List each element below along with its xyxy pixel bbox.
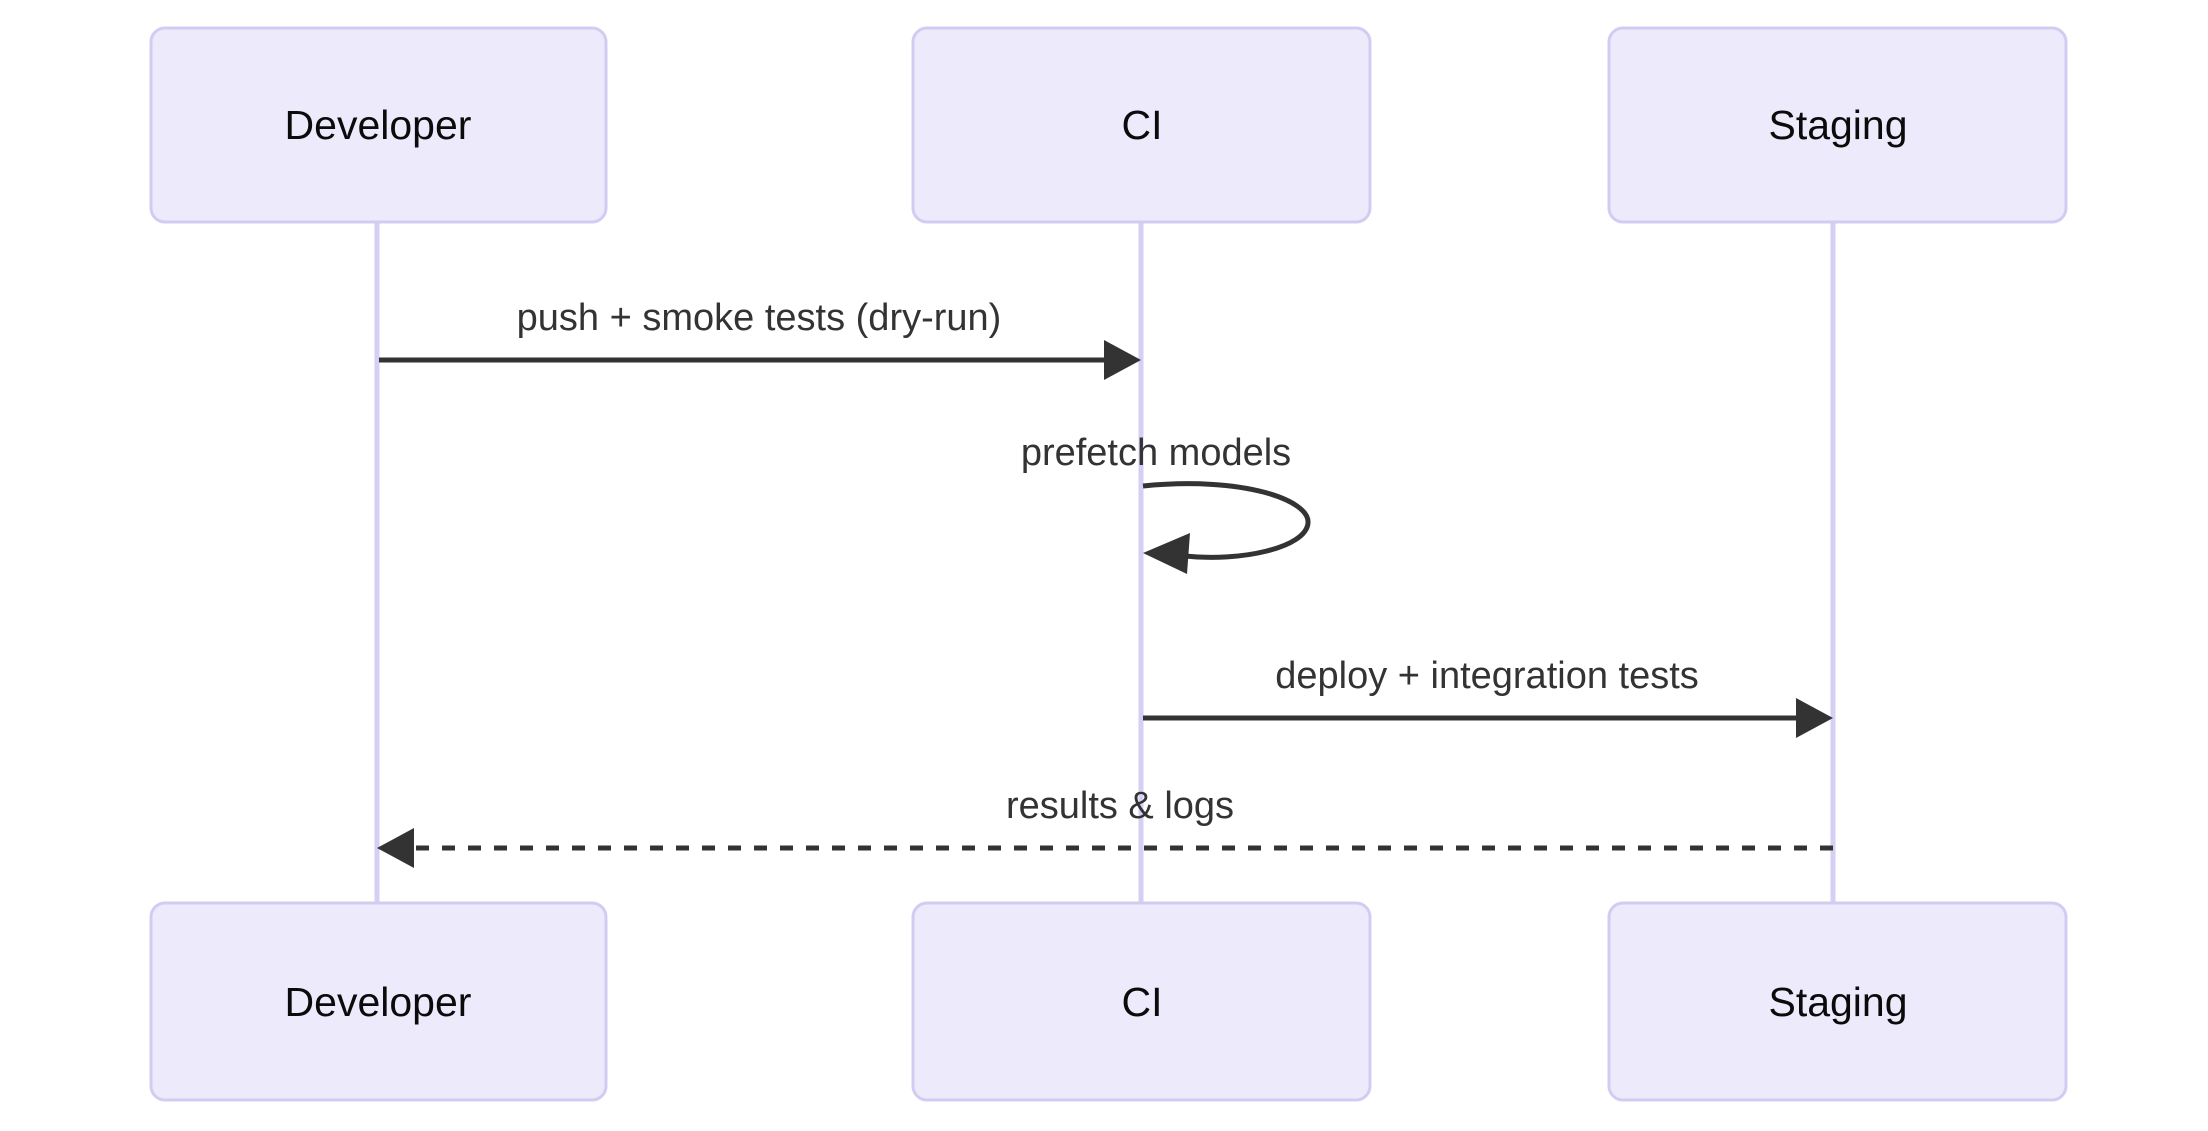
participant-rect-ci-bottom[interactable] xyxy=(911,901,1372,1102)
participant-box-developer-top[interactable]: Developer xyxy=(149,26,608,224)
lifelines-group xyxy=(374,222,1836,905)
message-deploy-integration-tests[interactable]: deploy + integration tests xyxy=(1143,655,1833,738)
participant-box-developer-bottom[interactable]: Developer xyxy=(149,901,608,1102)
arrowhead-left-icon-results-logs xyxy=(377,828,414,868)
participant-label-developer-top: Developer xyxy=(285,102,472,148)
participant-box-ci-bottom[interactable]: CI xyxy=(911,901,1372,1102)
participant-rect-staging-top[interactable] xyxy=(1607,26,2068,224)
participant-label-staging-bottom: Staging xyxy=(1768,979,1907,1025)
participant-box-ci-top[interactable]: CI xyxy=(911,26,1372,224)
message-label-prefetch-models: prefetch models xyxy=(1021,432,1291,474)
message-label-results-logs: results & logs xyxy=(1006,785,1234,827)
participant-rect-developer-top[interactable] xyxy=(149,26,608,224)
participant-label-staging-top: Staging xyxy=(1768,102,1907,148)
arrowhead-right-icon-deploy-integration-tests xyxy=(1796,698,1833,738)
participant-label-developer-bottom: Developer xyxy=(285,979,472,1025)
message-results-logs[interactable]: results & logs xyxy=(377,785,1833,868)
arrowhead-right-icon-push-smoke-tests xyxy=(1104,340,1141,380)
participant-rect-staging-bottom[interactable] xyxy=(1607,901,2068,1102)
message-push-smoke-tests[interactable]: push + smoke tests (dry-run) xyxy=(379,297,1141,380)
participant-label-ci-bottom: CI xyxy=(1122,979,1163,1025)
message-prefetch-models[interactable]: prefetch models xyxy=(1021,432,1311,574)
participant-rect-ci-top[interactable] xyxy=(911,26,1372,224)
message-label-deploy-integration-tests: deploy + integration tests xyxy=(1275,655,1699,697)
participant-label-ci-top: CI xyxy=(1122,102,1163,148)
message-loop-path-prefetch-models xyxy=(1142,481,1311,560)
participant-box-staging-top[interactable]: Staging xyxy=(1607,26,2068,224)
participant-box-staging-bottom[interactable]: Staging xyxy=(1607,901,2068,1102)
participant-rect-developer-bottom[interactable] xyxy=(149,901,608,1102)
arrowhead-left-icon-prefetch-models xyxy=(1143,533,1190,574)
message-label-push-smoke-tests: push + smoke tests (dry-run) xyxy=(517,297,1002,339)
